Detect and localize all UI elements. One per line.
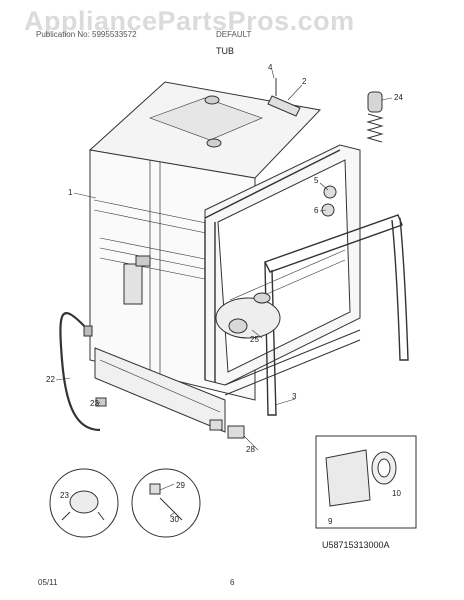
inset-part-23 bbox=[49, 468, 119, 538]
hose-clamp-part-23 bbox=[95, 397, 107, 407]
callout-5: 5 bbox=[314, 176, 319, 185]
door-gasket bbox=[204, 149, 341, 382]
gasket-seal-part-3 bbox=[264, 214, 409, 416]
drain-hose-part-22 bbox=[59, 312, 101, 432]
callout-1: 1 bbox=[68, 188, 73, 197]
callout-24: 24 bbox=[394, 93, 403, 102]
callout-23-hose: 23 bbox=[90, 399, 99, 408]
callout-3: 3 bbox=[292, 392, 297, 401]
callout-30: 30 bbox=[170, 515, 179, 524]
header-publication: Publication No: 5995533572 bbox=[36, 30, 137, 39]
callout-25: 25 bbox=[250, 335, 259, 344]
callout-28: 28 bbox=[246, 445, 255, 454]
footer-date: 05/11 bbox=[38, 578, 58, 587]
tub-base bbox=[94, 347, 226, 433]
callout-10: 10 bbox=[392, 489, 401, 498]
sump-area bbox=[215, 292, 281, 339]
side-bracket bbox=[123, 255, 151, 305]
bracket-part-28 bbox=[227, 425, 245, 439]
spring-part-24 bbox=[366, 91, 384, 143]
inset-box-part-9-10 bbox=[315, 435, 417, 529]
header-default: DEFAULT bbox=[216, 30, 252, 39]
tub-top bbox=[88, 81, 322, 179]
watermark: AppliancePartsPros.com bbox=[24, 6, 355, 36]
callout-6: 6 bbox=[314, 206, 319, 215]
callout-4: 4 bbox=[268, 63, 273, 72]
footer-page: 6 bbox=[230, 578, 235, 587]
callout-22: 22 bbox=[46, 375, 55, 384]
inset-part-29-30 bbox=[131, 468, 201, 538]
bracket-part-2 bbox=[267, 78, 301, 117]
leader-lines bbox=[55, 69, 393, 517]
callout-9: 9 bbox=[328, 517, 333, 526]
callout-29: 29 bbox=[176, 481, 185, 490]
diagram-code: U58715313000A bbox=[322, 540, 390, 550]
callout-23-inset: 23 bbox=[60, 491, 69, 500]
callout-2: 2 bbox=[302, 77, 307, 86]
section-title: TUB bbox=[216, 46, 234, 56]
